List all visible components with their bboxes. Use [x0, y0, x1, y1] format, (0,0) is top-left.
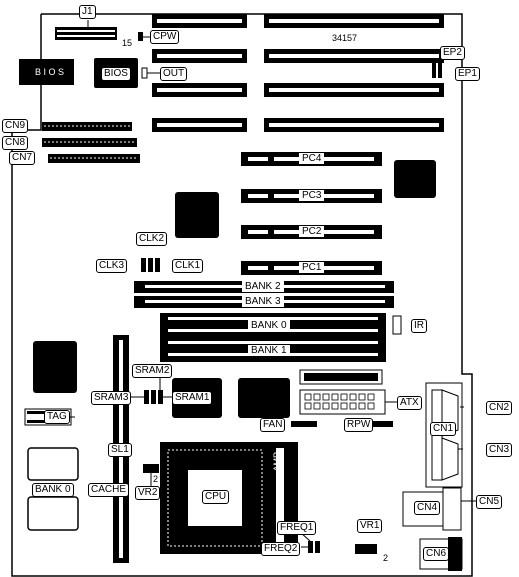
label-pc1: PC1 — [299, 262, 325, 273]
label-sram1: SRAM1 — [172, 391, 213, 405]
label-ep2: EP2 — [440, 46, 465, 60]
label-cn8: CN8 — [2, 136, 29, 150]
label-bank3: BANK 3 — [242, 296, 284, 307]
label-clk2: CLK2 — [136, 232, 168, 246]
label-cpw: CPW — [150, 30, 180, 44]
label-atx: ATX — [397, 396, 422, 410]
label-ep1: EP1 — [455, 67, 480, 81]
label-vr2: VR2 — [135, 486, 161, 500]
label-cn4: CN4 — [414, 501, 441, 515]
bios-chip — [19, 59, 74, 85]
label-rpw: RPW — [344, 418, 374, 432]
label-cn2: CN2 — [486, 401, 513, 415]
label-cn7: CN7 — [9, 151, 36, 165]
label-pin2-vr1: 2 — [383, 553, 389, 563]
label-cn6: CN6 — [423, 547, 450, 561]
label-pc2: PC2 — [299, 226, 325, 237]
label-cn1: CN1 — [430, 422, 457, 436]
label-fan: FAN — [260, 418, 286, 432]
label-clk3: CLK3 — [96, 259, 128, 273]
label-cache: CACHE — [88, 483, 130, 497]
label-ir: IR — [411, 319, 427, 333]
label-sram2: SRAM2 — [132, 364, 173, 378]
label-bank2: BANK 2 — [242, 281, 284, 292]
label-amp: AMP — [272, 452, 282, 472]
label-freq1: FREQ1 — [277, 521, 317, 535]
j1-header — [55, 27, 117, 40]
label-cn3: CN3 — [486, 443, 513, 457]
label-tag: TAG — [44, 410, 70, 424]
label-out: OUT — [160, 67, 188, 81]
label-pc4: PC4 — [299, 153, 325, 164]
label-sl1: SL1 — [108, 443, 132, 457]
label-cn5: CN5 — [476, 495, 503, 509]
label-bios-chip: B I O S — [35, 67, 65, 77]
label-vr1: VR1 — [357, 519, 383, 533]
board-outline — [11, 13, 473, 577]
label-cn9: CN9 — [2, 119, 29, 133]
label-board-number: 34157 — [332, 33, 358, 43]
label-freq2: FREQ2 — [261, 542, 301, 556]
label-bios: BIOS — [101, 67, 131, 81]
label-bank0: BANK 0 — [248, 320, 290, 331]
label-sram3: SRAM3 — [91, 391, 132, 405]
label-cpu: CPU — [202, 490, 230, 504]
label-pin15: 15 — [122, 38, 133, 48]
label-bank1: BANK 1 — [248, 345, 290, 356]
label-clk1: CLK1 — [172, 259, 204, 273]
label-pc3: PC3 — [299, 190, 325, 201]
label-cache-bank0: BANK 0 — [32, 483, 74, 497]
label-j1: J1 — [79, 5, 96, 19]
label-pin2-vr2: 2 — [153, 474, 159, 484]
isa-slots — [152, 14, 444, 132]
